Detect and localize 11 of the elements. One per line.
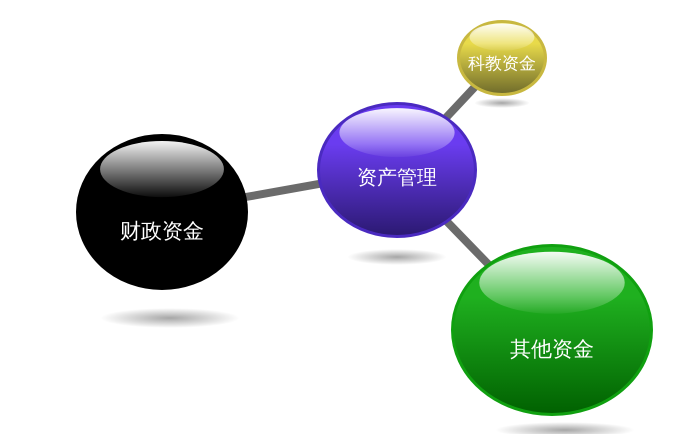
node-label: 资产管理 [357,164,437,191]
sphere-node [317,102,477,238]
connector-rod [243,180,322,202]
node-label: 科教资金 [468,53,536,76]
sphere-node [457,20,547,96]
node-label: 财政资金 [120,218,204,246]
connector-rod [442,84,478,122]
sphere-node [451,244,653,416]
sphere-node [76,134,248,290]
node-label: 其他资金 [510,336,594,364]
connector-rod [443,218,493,268]
